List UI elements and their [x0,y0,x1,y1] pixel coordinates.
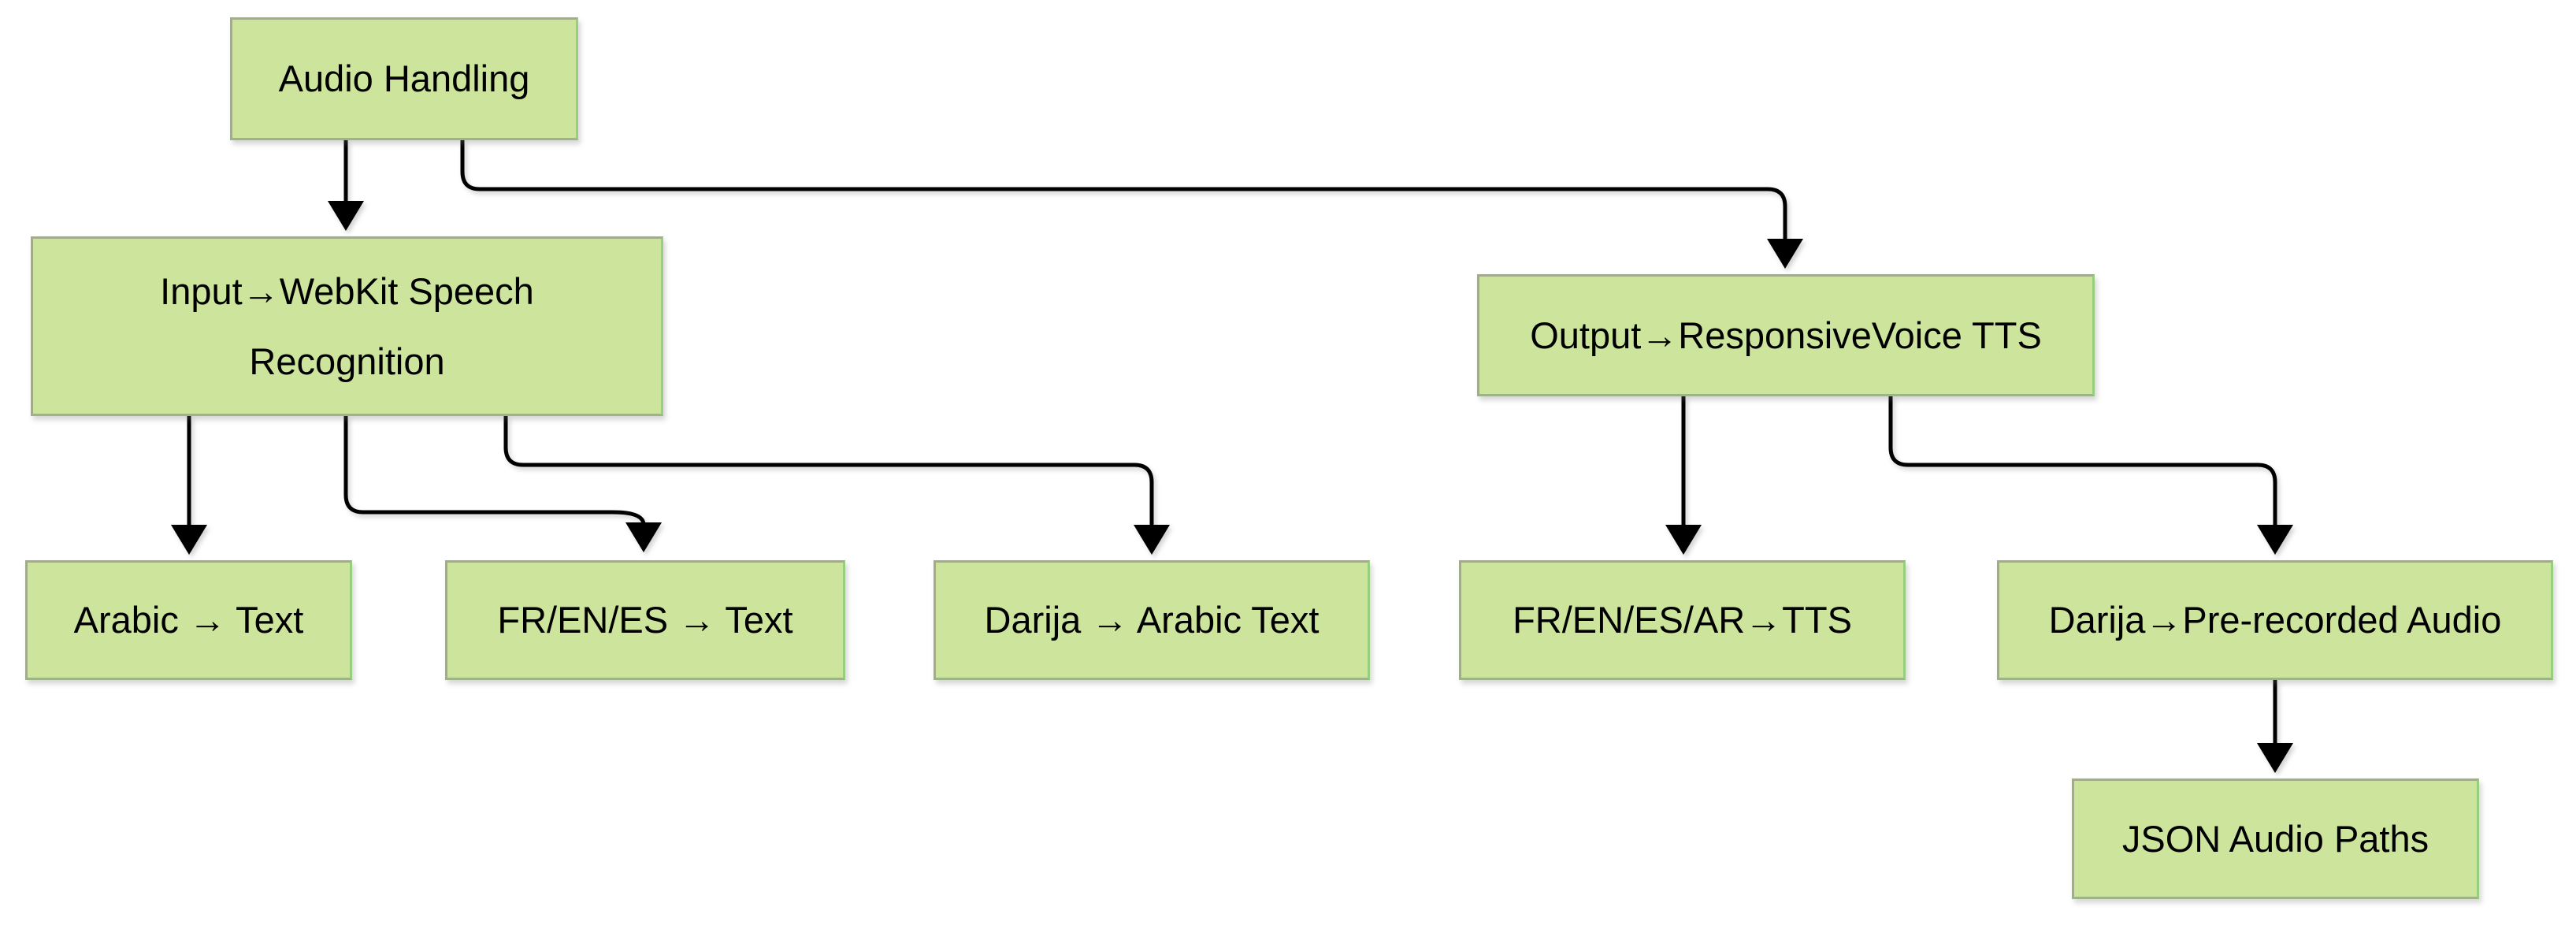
edge-input-to-darija-arrowhead-icon [1134,525,1170,555]
edge-input-to-darija-line [503,416,1154,526]
edge-audio-to-output-line [460,140,1787,240]
edge-prerecorded-to-json-arrowhead-icon [2257,743,2293,773]
node-input-webkit-speech-recognition: Input→WebKit Speech Recognition [31,236,663,416]
node-arabic-to-text-label: Arabic → Text [73,599,304,641]
node-darija-to-prerecorded-audio: Darija→Pre-recorded Audio [1997,560,2553,680]
edge-audio-to-output-arrowhead-icon [1767,239,1803,269]
node-json-audio-paths: JSON Audio Paths [2072,779,2479,899]
node-fr-en-es-ar-to-tts: FR/EN/ES/AR→TTS [1459,560,1906,680]
node-fr-en-es-to-text-label: FR/EN/ES → Text [497,599,793,641]
node-audio-handling: Audio Handling [230,17,578,140]
node-output-responsivevoice-tts: Output→ResponsiveVoice TTS [1477,274,2095,396]
edge-input-to-arabic-arrowhead-icon [171,525,207,555]
edge-output-to-tts-arrowhead-icon [1665,525,1702,555]
node-fr-en-es-to-text: FR/EN/ES → Text [445,560,845,680]
node-json-audio-paths-label: JSON Audio Paths [2121,817,2429,860]
node-output-responsivevoice-tts-label: Output→ResponsiveVoice TTS [1530,314,2042,356]
edge-input-to-frenes-line [343,416,646,526]
edge-input-to-frenes-arrowhead-icon [625,522,662,552]
node-darija-to-arabic-text-label: Darija → Arabic Text [984,599,1320,641]
node-input-webkit-speech-recognition-label: Input→WebKit Speech Recognition [160,269,534,382]
node-arabic-to-text: Arabic → Text [25,560,352,680]
edge-output-to-prerecorded-line [1888,396,2277,526]
node-fr-en-es-ar-to-tts-label: FR/EN/ES/AR→TTS [1513,599,1852,641]
node-audio-handling-label: Audio Handling [278,58,530,100]
node-darija-to-arabic-text: Darija → Arabic Text [934,560,1370,680]
edge-audio-to-input-arrowhead-icon [328,201,364,231]
edge-output-to-prerecorded-arrowhead-icon [2257,525,2293,555]
node-darija-to-prerecorded-audio-label: Darija→Pre-recorded Audio [2048,599,2502,641]
